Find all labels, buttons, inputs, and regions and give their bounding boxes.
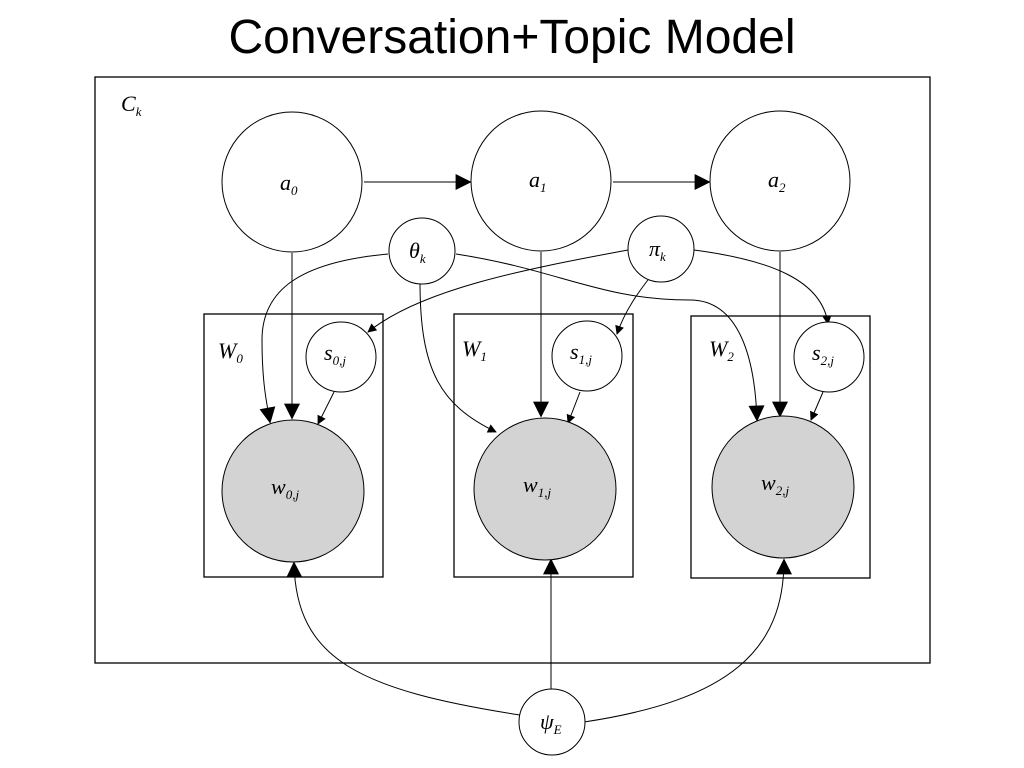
edge-psi-w0 bbox=[286, 561, 521, 716]
svg-text:w1,j: w1,j bbox=[523, 472, 551, 500]
plate-outer-label: Ck bbox=[121, 91, 142, 119]
edge-s2-w2 bbox=[810, 391, 824, 421]
plate-w0-label: W0 bbox=[218, 338, 243, 366]
edges bbox=[259, 174, 832, 723]
svg-text:πk: πk bbox=[649, 236, 666, 264]
edge-pi-s2 bbox=[693, 249, 832, 325]
node-pi-k: πk bbox=[627, 215, 695, 283]
plate-outer: Ck bbox=[94, 76, 931, 664]
edge-s0-w0 bbox=[317, 391, 335, 425]
node-w-0j: w0,j bbox=[221, 419, 365, 563]
node-w-1j: w1,j bbox=[473, 417, 617, 561]
node-s-0j: s0,j bbox=[305, 321, 377, 393]
plate-w2-label: W2 bbox=[709, 336, 734, 364]
node-theta-k: θk bbox=[388, 217, 456, 285]
svg-text:s2,j: s2,j bbox=[812, 340, 834, 368]
svg-text:θk: θk bbox=[409, 238, 426, 266]
edge-theta-w0 bbox=[259, 253, 389, 424]
edge-psi-w2 bbox=[583, 558, 792, 723]
svg-text:a2: a2 bbox=[768, 167, 786, 195]
node-a0: a0 bbox=[221, 111, 363, 253]
node-s-1j: s1,j bbox=[551, 320, 623, 392]
edge-pi-s0 bbox=[367, 249, 629, 333]
edge-pi-s1 bbox=[615, 275, 652, 335]
node-s-2j: s2,j bbox=[793, 321, 865, 393]
edge-theta-w2 bbox=[455, 253, 765, 422]
edge-s1-w1 bbox=[566, 391, 581, 424]
svg-text:s0,j: s0,j bbox=[324, 340, 346, 368]
svg-text:ψE: ψE bbox=[540, 709, 562, 737]
plate-w1-label: W1 bbox=[462, 336, 487, 364]
node-a1: a1 bbox=[470, 110, 612, 252]
edge-theta-w1 bbox=[419, 281, 497, 433]
svg-text:a0: a0 bbox=[280, 170, 298, 198]
node-psi-e: ψE bbox=[518, 688, 586, 756]
svg-text:s1,j: s1,j bbox=[570, 339, 592, 367]
plate-w1: W1 bbox=[453, 313, 634, 578]
svg-text:w0,j: w0,j bbox=[271, 474, 299, 502]
slide-title: Conversation+Topic Model bbox=[228, 11, 796, 64]
svg-text:w2,j: w2,j bbox=[761, 470, 789, 498]
node-a2: a2 bbox=[709, 110, 851, 252]
node-w-2j: w2,j bbox=[711, 415, 855, 559]
svg-text:a1: a1 bbox=[529, 167, 547, 195]
